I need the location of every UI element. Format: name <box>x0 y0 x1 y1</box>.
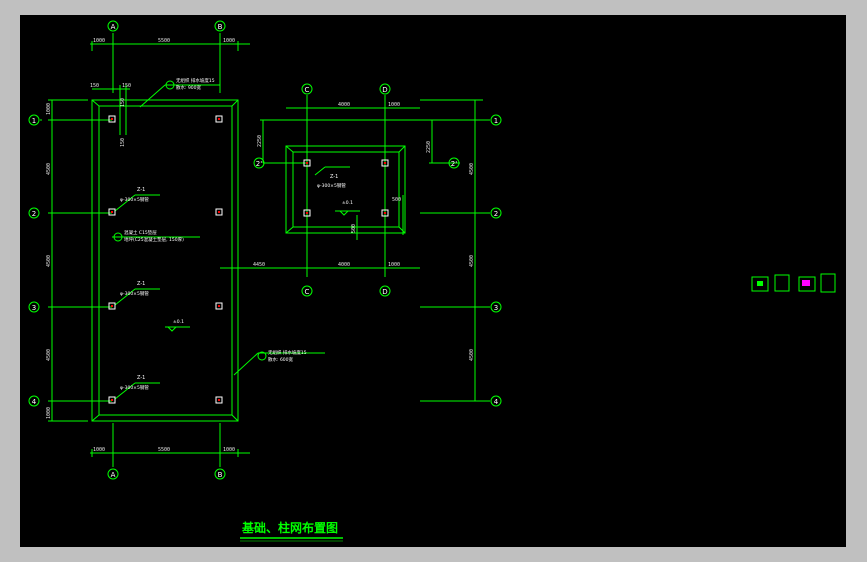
detail-d-icon[interactable] <box>820 273 836 293</box>
column-spec: φ-300×5钢管 <box>317 182 346 189</box>
dim-text: 2250 <box>426 141 432 153</box>
axis-label-4-left: 4 <box>32 398 37 406</box>
elevation-mark: ±0.1 <box>342 200 353 206</box>
column-tag: Z-1 <box>137 281 145 287</box>
dim-text: 500 <box>392 197 401 203</box>
column-marker <box>108 396 116 404</box>
column-spec: φ-300×5钢管 <box>120 384 149 391</box>
dim-text: 500 <box>351 224 357 233</box>
axis-label-2p-left: 2' <box>256 160 262 168</box>
dim-text: 4500 <box>46 163 52 175</box>
left-apron-outline <box>91 99 239 422</box>
axis-label-d-bottom: D <box>382 288 387 296</box>
note-drain-right-line1: 无组织 排水坡度15 <box>268 349 307 356</box>
column-marker <box>215 396 223 404</box>
column-marker <box>303 159 311 167</box>
dim-text: 4000 <box>338 102 350 108</box>
dim-text: 150 <box>122 83 131 89</box>
elevation-mark: ±0.1 <box>173 319 184 325</box>
detail-a-fill-icon <box>757 281 763 286</box>
dim-text: 150 <box>120 138 126 147</box>
dim-text: 1000 <box>388 262 400 268</box>
dim-text: 1000 <box>388 102 400 108</box>
detail-b-icon[interactable] <box>774 274 790 292</box>
column-tag: Z-1 <box>137 187 145 193</box>
cad-canvas[interactable]: A B A B 1 2 3 4 C D C D 2' 2' 1 2 3 4 10… <box>20 15 846 547</box>
dim-text: 1000 <box>93 38 105 44</box>
column-marker <box>215 208 223 216</box>
drawing-svg: A B A B 1 2 3 4 C D C D 2' 2' 1 2 3 4 10… <box>28 20 836 542</box>
axis-label-2-left: 2 <box>32 210 36 218</box>
axis-label-a-top: A <box>111 23 116 31</box>
note-floor-line2: 地坪(C25混凝土垫层, 150厚) <box>124 236 184 243</box>
axis-label-d-top: D <box>382 86 387 94</box>
dim-text: 4500 <box>469 163 475 175</box>
dim-text: 4500 <box>469 255 475 267</box>
axis-label-c-top: C <box>305 86 310 94</box>
drawing-title: 基础、柱网布置图 <box>241 520 338 535</box>
dim-text: 1000 <box>46 407 52 419</box>
column-marker <box>108 208 116 216</box>
axis-label-1-right: 1 <box>494 117 498 125</box>
dim-text: 1000 <box>93 447 105 453</box>
axis-label-a-bottom: A <box>111 471 116 479</box>
column-spec: φ-300×5钢管 <box>120 196 149 203</box>
dim-text: 150 <box>120 98 126 107</box>
dim-text: 5500 <box>158 447 170 453</box>
column-marker <box>303 209 311 217</box>
column-tag: Z-1 <box>330 174 338 180</box>
axis-label-b-top: B <box>218 23 223 31</box>
column-tag: Z-1 <box>137 375 145 381</box>
note-drain-top-line2: 散水: 900宽 <box>176 84 202 91</box>
column-marker <box>381 159 389 167</box>
dim-text: 4500 <box>469 349 475 361</box>
dim-text: 1000 <box>46 103 52 115</box>
column-marker <box>215 302 223 310</box>
small-apron-outline <box>285 145 406 234</box>
axis-label-1-left: 1 <box>32 117 36 125</box>
axis-label-2-right: 2 <box>494 210 498 218</box>
detail-a-icon[interactable] <box>751 276 769 292</box>
axis-label-2p-right: 2' <box>451 160 457 168</box>
column-marker <box>381 209 389 217</box>
dim-text: 1000 <box>223 447 235 453</box>
column-marker <box>215 115 223 123</box>
dim-text: 1000 <box>223 38 235 44</box>
column-marker <box>108 115 116 123</box>
note-drain-top-line1: 无组织 排水坡度15 <box>176 77 215 84</box>
left-building-outline <box>98 105 233 416</box>
dim-text: 5500 <box>158 38 170 44</box>
dim-text: 2250 <box>257 135 263 147</box>
small-building-outline <box>292 151 400 228</box>
axis-label-c-bottom: C <box>305 288 310 296</box>
axis-label-3-left: 3 <box>32 304 36 312</box>
dim-text: 150 <box>90 83 99 89</box>
dim-text: 4450 <box>253 262 265 268</box>
column-spec: φ-300×5钢管 <box>120 290 149 297</box>
note-floor-line1: 混凝土 C15垫层 <box>124 229 157 236</box>
axis-label-3-right: 3 <box>494 304 498 312</box>
column-marker <box>108 302 116 310</box>
dim-text: 4000 <box>338 262 350 268</box>
detail-c-accent-icon <box>802 280 810 286</box>
dim-text: 4500 <box>46 255 52 267</box>
detail-c-icon[interactable] <box>798 276 816 292</box>
note-drain-right-line2: 散水: 600宽 <box>268 356 294 363</box>
axis-label-b-bottom: B <box>218 471 223 479</box>
detail-thumbnails[interactable] <box>751 273 836 293</box>
axis-label-4-right: 4 <box>494 398 499 406</box>
dim-text: 4500 <box>46 349 52 361</box>
